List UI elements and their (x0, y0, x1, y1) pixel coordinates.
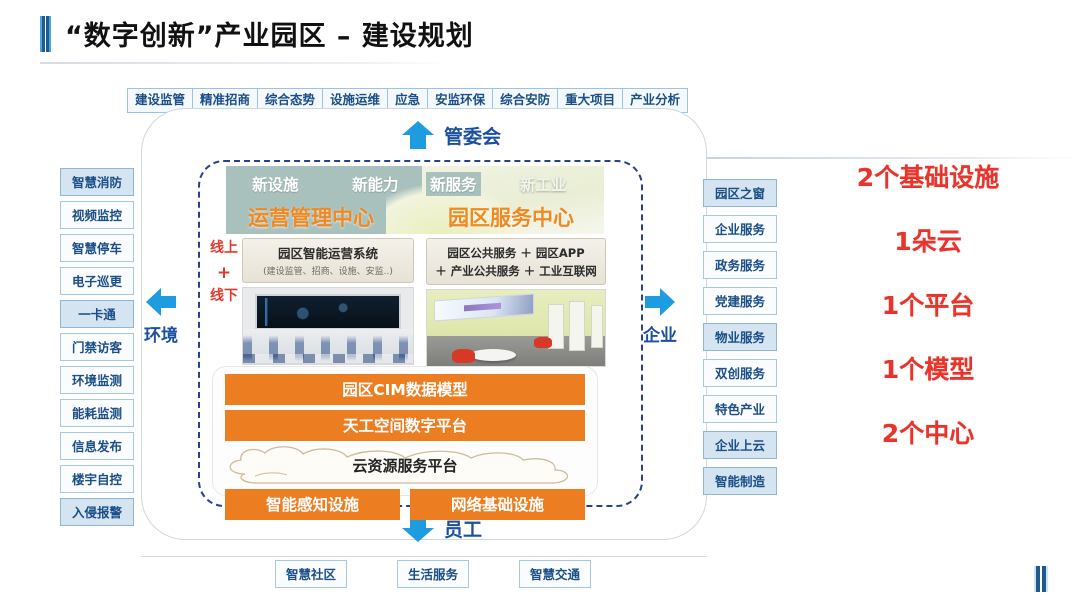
left-rail: 智慧消防视频监控智慧停车电子巡更一卡通门禁访客环境监测能耗监测信息发布楼宇自控入… (60, 168, 134, 531)
title-accent-bar (40, 15, 51, 52)
left-rail-item-11[interactable]: 入侵报警 (60, 498, 134, 526)
right-rail-item-5[interactable]: 物业服务 (703, 323, 777, 351)
summary-item-4: 1个模型 (881, 355, 975, 384)
arrow-up-icon (402, 121, 434, 149)
right-rail-item-3[interactable]: 政务服务 (703, 251, 777, 279)
left-rail-item-5[interactable]: 一卡通 (60, 300, 134, 328)
banner-heading-operations-center: 运营管理中心 (248, 206, 374, 230)
left-rail-item-7[interactable]: 环境监测 (60, 366, 134, 394)
hall-panel-3-graphic (590, 305, 604, 348)
platform-stack: 园区CIM数据模型 天工空间数字平台 云资源服务平台 智能感知设施 网络基础设施 (212, 366, 598, 520)
console-desks-graphic (243, 329, 413, 364)
hall-display-screen-graphic (434, 293, 534, 322)
platform-bar-network: 网络基础设施 (410, 489, 585, 520)
park-service-hall-photo (426, 289, 606, 367)
cloud-icon (229, 446, 569, 484)
right-rail: 园区之窗企业服务政务服务党建服务物业服务双创服务特色产业企业上云智能制造 (703, 179, 777, 503)
plus-symbol: + (216, 262, 232, 283)
banner-chip-new-capability: 新能力 (352, 176, 399, 194)
arrow-left-icon (146, 288, 176, 316)
arrow-right-enterprise: 企业 (643, 285, 677, 346)
summary-list: 2个基础设施 1朵云 1个平台 1个模型 2个中心 (828, 158, 1028, 478)
offline-label: 线下 (210, 288, 238, 305)
operations-system-title: 园区智能运营系统 (277, 246, 378, 261)
right-rail-item-1[interactable]: 园区之窗 (703, 179, 777, 207)
right-rail-item-7[interactable]: 特色产业 (703, 395, 777, 423)
left-rail-item-6[interactable]: 门禁访客 (60, 333, 134, 361)
operations-system-box: 园区智能运营系统 (建设监管、招商、设施、安监..) (242, 238, 414, 283)
bottom-item-1[interactable]: 智慧社区 (275, 560, 348, 588)
top-tab-bar: 建设监管精准招商综合态势设施运维应急安监环保综合安防重大项目产业分析 (127, 88, 689, 113)
public-service-box: 园区公共服务 ＋ 园区APP ＋ 产业公共服务 ＋ 工业互联网 (426, 238, 606, 285)
right-rail-item-4[interactable]: 党建服务 (703, 287, 777, 315)
hall-table-graphic (469, 349, 516, 362)
summary-item-3: 1个平台 (881, 291, 975, 320)
center-banner: 新设施 新能力 新服务 新工业 运营管理中心 园区服务中心 (226, 166, 604, 234)
arrow-down-label: 员工 (444, 518, 483, 541)
cloud-platform-row: 云资源服务平台 (225, 446, 585, 486)
operations-column: 园区智能运营系统 (建设监管、招商、设施、安监..) (242, 238, 414, 365)
service-column: 园区公共服务 ＋ 园区APP ＋ 产业公共服务 ＋ 工业互联网 (426, 238, 606, 367)
right-rail-item-8[interactable]: 企业上云 (703, 431, 777, 459)
operations-control-room-photo (242, 287, 414, 365)
bottom-service-row: 智慧社区 生活服务 智慧交通 (275, 560, 592, 588)
bottom-divider (141, 556, 707, 557)
online-offline-label: 线上 + 线下 (206, 238, 242, 308)
left-rail-item-8[interactable]: 能耗监测 (60, 399, 134, 427)
summary-item-1: 2个基础设施 (856, 163, 1000, 192)
arrow-down-icon (402, 514, 434, 542)
page-title-text: “数字创新”产业园区 – 建设规划 (65, 21, 474, 52)
arrow-down-staff: 员工 (400, 513, 482, 543)
summary-item-2: 1朵云 (894, 227, 962, 256)
arrow-right-icon (645, 288, 675, 316)
left-rail-item-2[interactable]: 视频监控 (60, 201, 134, 229)
platform-bar-cim: 园区CIM数据模型 (225, 374, 585, 405)
right-rail-item-6[interactable]: 双创服务 (703, 359, 777, 387)
arrow-left-label: 环境 (144, 326, 178, 346)
left-rail-item-10[interactable]: 楼宇自控 (60, 465, 134, 493)
bottom-item-3[interactable]: 智慧交通 (519, 560, 592, 588)
banner-chip-new-service: 新服务 (426, 172, 481, 196)
title-divider (40, 62, 450, 64)
public-service-line1: 园区公共服务 ＋ 园区APP (447, 246, 585, 260)
left-rail-item-1[interactable]: 智慧消防 (60, 168, 134, 196)
platform-bar-sensing: 智能感知设施 (225, 489, 400, 520)
left-rail-item-9[interactable]: 信息发布 (60, 432, 134, 460)
online-label: 线上 (210, 240, 238, 256)
platform-bar-spatial: 天工空间数字平台 (225, 410, 585, 441)
infrastructure-bars: 智能感知设施 网络基础设施 (225, 489, 585, 520)
page-title: “数字创新”产业园区 – 建设规划 (40, 14, 474, 53)
bottom-item-2[interactable]: 生活服务 (397, 560, 470, 588)
hall-panel-1-graphic (548, 303, 565, 350)
hall-chair-1-graphic (451, 349, 476, 363)
right-divider (700, 157, 1080, 159)
banner-heading-service-center: 园区服务中心 (448, 206, 574, 230)
right-rail-item-2[interactable]: 企业服务 (703, 215, 777, 243)
corner-accent-mark (1034, 566, 1048, 592)
left-rail-item-3[interactable]: 智慧停车 (60, 234, 134, 262)
cloud-platform-label: 云资源服务平台 (352, 457, 458, 475)
banner-chip-new-facility: 新设施 (252, 176, 299, 194)
operations-system-subtitle: (建设监管、招商、设施、安监..) (263, 267, 393, 277)
hall-panel-2-graphic (569, 300, 586, 351)
hall-chair-2-graphic (533, 337, 552, 348)
arrow-right-label: 企业 (643, 326, 677, 346)
right-rail-item-9[interactable]: 智能制造 (703, 467, 777, 495)
banner-chip-new-industry: 新工业 (520, 176, 567, 194)
arrow-left-environment: 环境 (144, 285, 178, 346)
public-service-line2: ＋ 产业公共服务 ＋ 工业互联网 (435, 264, 597, 278)
left-rail-item-4[interactable]: 电子巡更 (60, 267, 134, 295)
arrow-up-label: 管委会 (444, 125, 502, 148)
summary-item-5: 2个中心 (881, 419, 975, 448)
video-wall-graphic (254, 294, 402, 330)
arrow-up-management: 管委会 (400, 120, 501, 150)
